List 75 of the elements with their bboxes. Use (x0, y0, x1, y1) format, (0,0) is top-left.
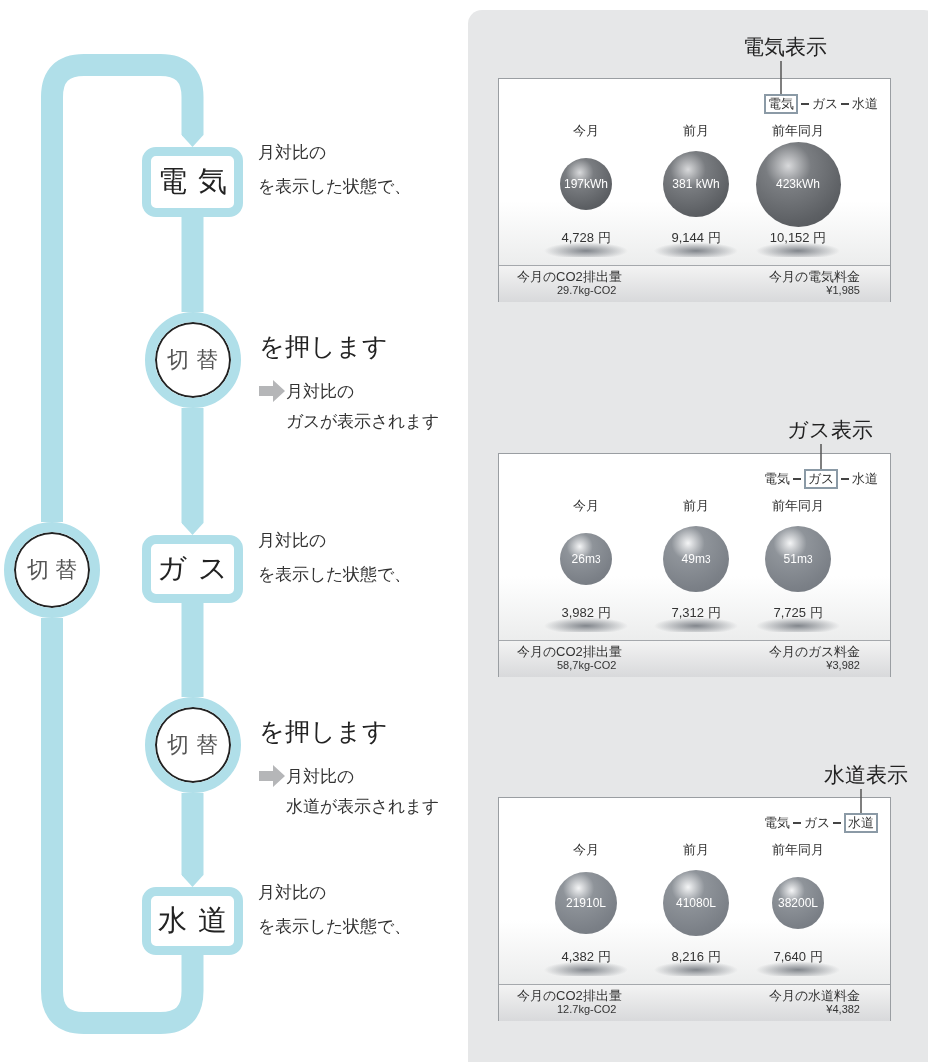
column-heading: 前月 (682, 122, 710, 140)
display-screen (498, 78, 891, 302)
flow-arrow (41, 54, 204, 522)
switch-button: 切替 (144, 697, 241, 793)
usage-bubble: 41080L (663, 870, 729, 936)
column-heading: 前年同月 (771, 122, 825, 140)
switch-button: 切替 (144, 312, 241, 408)
caption-text: 月対比の (258, 142, 326, 164)
display-screen (498, 797, 891, 1021)
tab-label: 水道 (852, 95, 878, 113)
screen-label: 水道表示 (824, 761, 908, 789)
display-screen (498, 453, 891, 677)
usage-bubble: 381 kWh (663, 151, 729, 217)
mode-box: 水道 (142, 887, 243, 955)
column-heading: 前月 (682, 841, 710, 859)
result-text: 月対比のガスが表示されます (285, 381, 440, 433)
co2-label: 今月のCO2排出量 (517, 268, 622, 286)
tab-label: 電気 (764, 470, 790, 488)
selected-tab: 電気 (764, 94, 798, 114)
fee-value: ¥4,382 (826, 1003, 860, 1015)
switch-button: 切替 (4, 522, 100, 618)
connector-line (181, 603, 204, 697)
cost-text: 4,728 円 (544, 229, 628, 257)
usage-bubble: 21910L (555, 872, 617, 934)
mode-box: 電気 (142, 147, 243, 217)
flow-arrow (181, 793, 204, 887)
fee-value: ¥1,985 (826, 284, 860, 296)
co2-value: 12.7kg-CO2 (557, 1003, 617, 1015)
co2-label: 今月のCO2排出量 (517, 643, 622, 661)
co2-label: 今月のCO2排出量 (517, 987, 622, 1005)
cost-text: 7,312 円 (654, 604, 738, 632)
caption-text: 月対比の (258, 882, 326, 904)
column-heading: 今月 (572, 841, 600, 859)
mode-box: ガス (142, 535, 243, 603)
co2-value: 58,7kg-CO2 (557, 659, 617, 671)
cost-text: 4,382 円 (544, 948, 628, 976)
cost-text: 10,152 円 (756, 229, 840, 257)
instruction-text: を押します (258, 716, 388, 747)
connector-line (181, 217, 204, 312)
leader-line (820, 443, 822, 470)
cost-text: 3,982 円 (544, 604, 628, 632)
fee-label: 今月の水道料金 (769, 987, 860, 1005)
leader-line (860, 788, 862, 814)
fee-value: ¥3,982 (826, 659, 860, 671)
result-text: 月対比の水道が表示されます (285, 766, 440, 818)
tab-label: 水道 (852, 470, 878, 488)
selected-tab: ガス (804, 469, 838, 489)
leader-line (780, 60, 782, 95)
column-heading: 今月 (572, 497, 600, 515)
usage-bubble: 423kWh (755, 141, 841, 227)
selected-tab: 水道 (844, 813, 878, 833)
screen-label: ガス表示 (787, 416, 873, 444)
caption-text: を表示した状態で、 (258, 564, 411, 586)
caption-text: を表示した状態で、 (258, 176, 411, 198)
fee-label: 今月のガス料金 (769, 643, 860, 661)
column-heading: 前年同月 (771, 841, 825, 859)
column-heading: 前年同月 (771, 497, 825, 515)
usage-bubble: 197kWh (560, 158, 612, 210)
instruction-text: を押します (258, 331, 388, 362)
column-heading: 前月 (682, 497, 710, 515)
co2-value: 29.7kg-CO2 (557, 284, 617, 296)
usage-bubble: 38200L (772, 877, 824, 929)
tab-label: ガス (804, 814, 830, 832)
column-heading: 今月 (572, 122, 600, 140)
cost-text: 9,144 円 (654, 229, 738, 257)
caption-text: 月対比の (258, 530, 326, 552)
caption-text: を表示した状態で、 (258, 916, 411, 938)
tab-label: 電気 (764, 814, 790, 832)
screen-label: 電気表示 (743, 33, 827, 61)
cost-text: 7,640 円 (756, 948, 840, 976)
cost-text: 7,725 円 (756, 604, 840, 632)
fee-label: 今月の電気料金 (769, 268, 860, 286)
tab-label: ガス (812, 95, 838, 113)
cost-text: 8,216 円 (654, 948, 738, 976)
flow-arrow (181, 408, 204, 535)
